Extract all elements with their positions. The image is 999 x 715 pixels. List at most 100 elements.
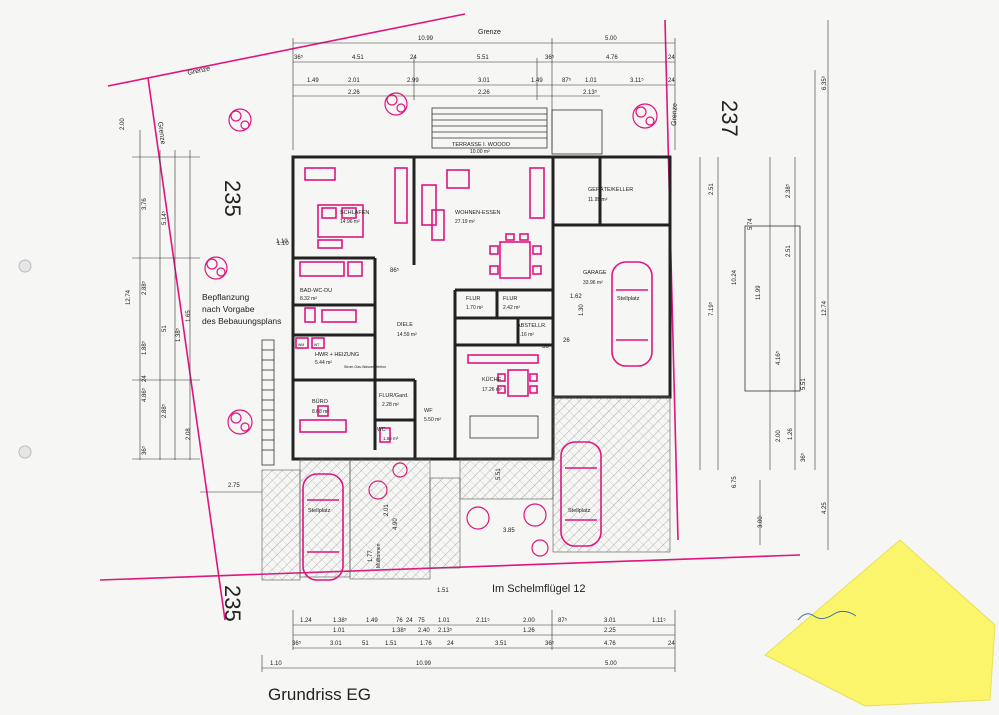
svg-text:7.19⁵: 7.19⁵ [708,301,715,316]
svg-text:3.00: 3.00 [758,516,764,528]
stellplatz-left: Stellplatz [308,508,331,514]
svg-text:1.26: 1.26 [788,428,794,440]
flur2-area: 2.42 m² [503,305,520,311]
svg-text:1.38⁵: 1.38⁵ [175,327,182,342]
svg-text:10.99: 10.99 [416,661,432,667]
punch-hole-bottom [18,445,32,459]
svg-text:10.99: 10.99 [418,36,434,42]
boundary-label-left2: Grenze [156,121,166,145]
svg-text:1.49: 1.49 [307,78,319,84]
bad-name: BAD-WC-DU [300,288,332,294]
svg-text:36⁵: 36⁵ [141,445,148,455]
wohnen-name: WOHNEN-ESSEN [455,210,501,216]
svg-text:1.51: 1.51 [385,641,397,647]
svg-text:5.74: 5.74 [748,218,754,230]
buero-area: 8.68 m² [312,409,329,415]
svg-text:2.01: 2.01 [384,504,390,516]
svg-text:4.86⁵: 4.86⁵ [141,387,148,402]
dims-left: 2.00 3.76 5.14⁵ 12.74 2.88⁵ 1.88⁵ 4.86⁵ … [120,118,288,460]
svg-text:1.49: 1.49 [531,78,543,84]
svg-text:5.51: 5.51 [496,468,502,480]
svg-text:4.76: 4.76 [604,641,616,647]
svg-text:2.00: 2.00 [523,618,535,624]
wf-area: 5.50 m² [424,417,441,423]
appliance-wm: WM [298,343,304,347]
svg-text:4.51: 4.51 [352,55,364,61]
svg-text:6.35⁹: 6.35⁹ [821,75,828,90]
svg-text:86⁵: 86⁵ [390,267,400,274]
svg-text:2.51: 2.51 [709,183,715,195]
svg-text:6.75: 6.75 [732,476,738,488]
svg-text:4.25: 4.25 [822,502,828,514]
svg-text:36⁵: 36⁵ [292,640,302,647]
parcel-235-bottom: 235 [220,585,245,622]
svg-text:2.26: 2.26 [478,90,490,96]
svg-text:2.26: 2.26 [348,90,360,96]
svg-text:3.01: 3.01 [330,641,342,647]
svg-text:3.11⁵: 3.11⁵ [630,77,644,84]
svg-text:1.01: 1.01 [585,78,597,84]
flur2-name: FLUR [503,296,517,302]
dims-bottom: 1.24 1.38⁵ 1.49 76 24 75 1.01 2.11⁵ 2.00… [261,610,675,672]
svg-text:4.16⁵: 4.16⁵ [775,350,782,365]
diele-name: DIELE [397,322,413,328]
svg-text:1.65: 1.65 [186,310,192,322]
svg-text:2.13⁵: 2.13⁵ [438,627,453,634]
svg-text:nach Vorgabe: nach Vorgabe [202,304,255,314]
svg-text:1.49: 1.49 [366,618,378,624]
muelltonnen-label: Mülltonnen [376,543,382,568]
room-labels: SCHLAFEN 14.96 m² WOHNEN-ESSEN 27.19 m² … [298,186,640,568]
address-label: Im Schelmflügel 12 [492,583,586,595]
svg-text:36⁵: 36⁵ [545,54,555,61]
diele-area: 14.59 m² [397,332,417,338]
buero-name: BÜRO [312,398,329,405]
svg-text:24: 24 [668,55,675,61]
svg-text:1.51: 1.51 [437,588,449,594]
handwriting-scribble [797,610,857,621]
hwr-area: 5.44 m² [315,360,332,366]
right-outline [699,20,829,550]
svg-text:des Bebauungsplans: des Bebauungsplans [202,316,281,326]
svg-text:3.76: 3.76 [142,198,148,210]
svg-text:2.13⁵: 2.13⁵ [583,89,598,96]
svg-text:3.01: 3.01 [604,618,616,624]
svg-text:11.99: 11.99 [756,285,762,300]
svg-text:2.51: 2.51 [786,245,792,257]
svg-text:2.38⁵: 2.38⁵ [785,183,792,198]
sticky-note [764,539,996,707]
svg-text:87⁵: 87⁵ [562,77,572,84]
svg-text:12.74: 12.74 [126,289,132,305]
terrasse-name: TERRASSE I. WOOOO [452,142,511,148]
terrasse-area: 10.00 m² [470,149,490,155]
svg-text:2.11⁵: 2.11⁵ [476,617,490,624]
svg-text:4.90: 4.90 [393,518,399,530]
kueche-area: 17.26 m² [482,387,502,393]
svg-text:2.00: 2.00 [776,430,782,442]
svg-text:51: 51 [362,641,369,647]
svg-text:36⁵: 36⁵ [800,452,807,462]
svg-text:1.01: 1.01 [333,628,345,634]
svg-text:36⁵: 36⁵ [545,640,555,647]
svg-text:5.00: 5.00 [605,661,617,667]
wc-name: WC [377,427,386,433]
svg-text:5.14⁵: 5.14⁵ [161,210,168,225]
svg-text:2.88⁵: 2.88⁵ [161,403,168,418]
svg-text:1.26: 1.26 [523,628,535,634]
svg-text:2.40: 2.40 [418,628,430,634]
svg-text:51: 51 [162,325,168,332]
cars [302,261,653,581]
svg-text:1.62: 1.62 [570,294,582,300]
svg-text:36⁵: 36⁵ [294,54,304,61]
svg-text:2.08: 2.08 [186,428,192,440]
trees [204,92,658,557]
svg-text:1.38⁵: 1.38⁵ [392,627,407,634]
svg-text:2.25: 2.25 [604,628,616,634]
svg-text:36⁵: 36⁵ [542,343,552,350]
furniture [295,167,545,443]
flur1-name: FLUR [466,296,480,302]
svg-text:1.10: 1.10 [277,241,289,247]
svg-text:1.10: 1.10 [276,239,288,245]
hwr-note: Strom-Gas-Wasser Telefon [344,365,386,369]
bad-area: 8.32 m² [300,296,317,302]
svg-text:1.30: 1.30 [579,304,585,316]
